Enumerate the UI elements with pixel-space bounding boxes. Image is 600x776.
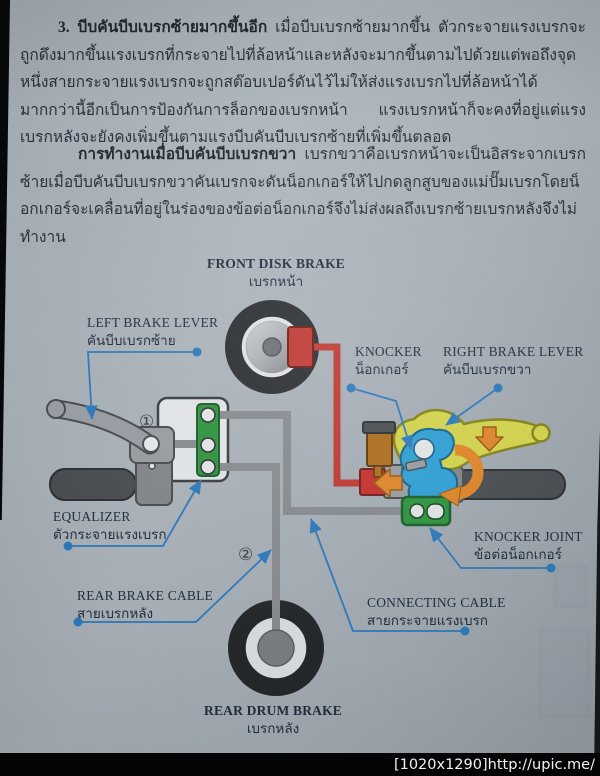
callout-rear-brake-cable xyxy=(78,549,272,623)
marker-step-2: ② xyxy=(238,545,254,565)
paragraph-lead: 3. บีบคันบีบเบรกซ้ายมากขึ้นอีก xyxy=(58,19,268,36)
rear-drum-hub xyxy=(257,629,295,667)
label-right-brake-lever: RIGHT BRAKE LEVER คันบีบเบรกขวา xyxy=(443,344,584,377)
callout-knocker xyxy=(350,387,413,450)
front-brake-hydraulic-line xyxy=(311,343,362,487)
callout-connecting-cable xyxy=(309,518,465,632)
label-knocker: KNOCKER น็อกเกอร์ xyxy=(355,344,422,377)
fluid-reservoir xyxy=(366,430,393,467)
marker-step-1: ① xyxy=(139,412,155,432)
label-knocker-joint: KNOCKER JOINT ข้อต่อน็อกเกอร์ xyxy=(474,529,583,562)
front-caliper xyxy=(287,326,314,368)
right-lever-ball-end xyxy=(531,423,551,443)
left-lever-pivot xyxy=(142,435,160,453)
label-front-disk-brake: FRONT DISK BRAKE เบรกหน้า xyxy=(207,256,345,289)
label-rear-brake-cable: REAR BRAKE CABLE สายเบรกหลัง xyxy=(77,588,213,621)
photo-edge-left xyxy=(0,0,10,520)
callout-dots xyxy=(63,347,556,636)
equalizer-plate xyxy=(196,403,220,477)
callout-lines xyxy=(68,351,551,632)
label-rear-drum-brake: REAR DRUM BRAKE เบรกหลัง xyxy=(204,703,342,736)
callout-knocker-joint xyxy=(429,527,551,569)
callout-right-brake-lever xyxy=(445,387,499,426)
left-handlebar-grip xyxy=(49,468,137,501)
paragraph-lead: การทำงานเมื่อบีบคันบีบเบรกขวา xyxy=(78,146,297,163)
paragraph-body: เมื่อบีบเบรกซ้ายมากขึ้น ตัวกระจายแรงเบรก… xyxy=(20,19,586,146)
callout-left-brake-lever xyxy=(84,351,197,420)
photo-edge-right xyxy=(594,430,600,776)
left-lever-blade xyxy=(49,401,158,453)
rotate-arrow xyxy=(454,444,484,500)
press-down-arrow xyxy=(475,426,504,452)
left-brake-lever-assembly xyxy=(46,399,175,506)
push-left-arrow xyxy=(373,468,403,498)
label-left-brake-lever: LEFT BRAKE LEVER คันบีบเบรกซ้าย xyxy=(87,315,219,348)
watermark-bar: [1020x1290]http://upic.me/ xyxy=(0,753,600,776)
knocker-pivot-hole xyxy=(413,438,435,460)
watermark-text: [1020x1290]http://upic.me/ xyxy=(393,756,595,773)
label-connecting-cable: CONNECTING CABLE สายกระจายแรงเบรก xyxy=(367,595,506,628)
paragraph-right-lever-operation: การทำงานเมื่อบีบคันบีบเบรกขวา เบรกขวาคือ… xyxy=(20,141,586,251)
connecting-cable-line xyxy=(218,411,405,515)
paragraph-left-lever-operation: 3. บีบคันบีบเบรกซ้ายมากขึ้นอีก เมื่อบีบเ… xyxy=(20,14,586,152)
paragraph-body: เบรกขวาคือเบรกหน้าจะเป็นอิสระจากเบรกซ้าย… xyxy=(20,146,586,246)
callout-equalizer xyxy=(68,479,202,547)
motion-arrows xyxy=(373,426,504,507)
reservoir-cap xyxy=(362,421,396,434)
rear-brake-cable-line xyxy=(218,463,280,602)
left-lever-ball-end xyxy=(46,399,66,419)
label-equalizer: EQUALIZER ตัวกระจายแรงเบรก xyxy=(53,509,167,542)
